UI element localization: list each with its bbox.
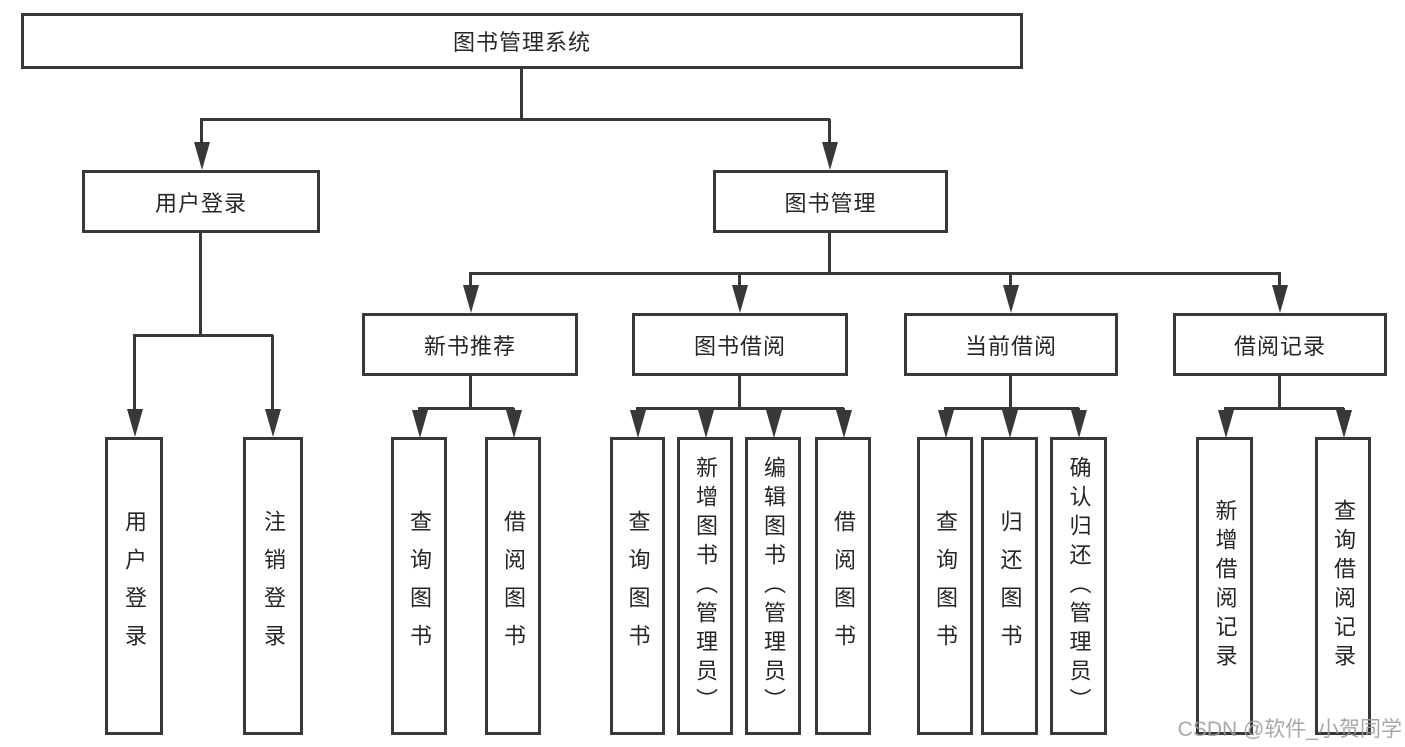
connector-line: [520, 69, 523, 119]
node-user-login: 用户登录: [82, 170, 320, 233]
connector-arrow-down: [1009, 273, 1012, 285]
leaf-borrow-query-books-label: 查询图书: [625, 510, 651, 662]
node-new-book-recommend: 新书推荐: [362, 313, 578, 376]
leaf-user-login-label: 用户登录: [122, 510, 147, 662]
connector-line: [418, 407, 514, 410]
node-book-borrow: 图书借阅: [632, 313, 848, 376]
connector-arrow-down: [1008, 408, 1011, 410]
connector-line: [199, 233, 202, 335]
leaf-newrec-query-books: 查询图书: [391, 437, 447, 735]
leaf-add-borrow-record-label: 新增借阅记录: [1212, 499, 1238, 673]
node-user-login-label: 用户登录: [154, 190, 247, 216]
leaf-return-books-label: 归还图书: [997, 510, 1023, 662]
leaf-logout: 注销登录: [243, 437, 303, 735]
connector-line: [738, 376, 741, 408]
connector-line: [944, 407, 1079, 410]
connector-arrow-down: [1224, 408, 1227, 410]
connector-arrow-down: [1278, 273, 1281, 285]
leaf-confirm-return-admin: 确认归还（管理员）: [1050, 437, 1107, 735]
leaf-newrec-query-books-label: 查询图书: [407, 510, 432, 662]
connector-arrow-down: [704, 408, 707, 410]
leaf-return-books: 归还图书: [981, 437, 1038, 735]
connector-arrow-down: [200, 119, 203, 142]
leaf-query-borrow-record-label: 查询借阅记录: [1331, 499, 1356, 673]
leaf-borrow-query-books: 查询图书: [610, 437, 665, 735]
connector-line: [469, 272, 1281, 275]
node-current-borrow: 当前借阅: [904, 313, 1118, 376]
csdn-watermark: CSDN @软件_小贺同学: [1177, 718, 1402, 741]
leaf-current-query-books: 查询图书: [917, 437, 973, 735]
leaf-newrec-borrow-books: 借阅图书: [485, 437, 541, 735]
connector-arrow-down: [842, 408, 845, 410]
leaf-confirm-return-admin-label: 确认归还（管理员）: [1066, 455, 1092, 717]
leaf-current-query-books-label: 查询图书: [933, 510, 958, 662]
connector-arrow-down: [636, 408, 639, 410]
connector-line: [200, 118, 830, 121]
node-new-book-recommend-label: 新书推荐: [423, 333, 516, 359]
node-root: 图书管理系统: [21, 13, 1023, 69]
connector-arrow-down: [1077, 408, 1080, 410]
leaf-user-login: 用户登录: [105, 437, 163, 735]
connector-line: [1009, 376, 1012, 408]
node-current-borrow-label: 当前借阅: [964, 333, 1057, 359]
connector-arrow-down: [828, 119, 831, 142]
leaf-logout-label: 注销登录: [261, 510, 286, 662]
connector-arrow-down: [271, 335, 274, 409]
leaf-add-borrow-record: 新增借阅记录: [1196, 437, 1253, 735]
leaf-add-book-admin-label: 新增图书（管理员）: [693, 455, 718, 717]
connector-arrow-down: [738, 273, 741, 285]
connector-arrow-down: [944, 408, 947, 410]
leaf-borrow-books: 借阅图书: [815, 437, 871, 735]
node-book-borrow-label: 图书借阅: [693, 333, 786, 359]
connector-arrow-down: [418, 408, 421, 410]
node-borrow-records: 借阅记录: [1173, 313, 1387, 376]
connector-arrow-down: [772, 408, 775, 410]
leaf-newrec-borrow-books-label: 借阅图书: [501, 510, 526, 662]
leaf-edit-book-admin: 编辑图书（管理员）: [745, 437, 801, 735]
node-book-management: 图书管理: [713, 170, 948, 233]
leaf-query-borrow-record: 查询借阅记录: [1315, 437, 1371, 735]
connector-line: [469, 376, 472, 408]
connector-line: [828, 233, 831, 273]
node-root-label: 图书管理系统: [452, 30, 591, 55]
node-borrow-records-label: 借阅记录: [1233, 333, 1326, 359]
connector-line: [1224, 407, 1344, 410]
connector-line: [1278, 376, 1281, 408]
connector-arrow-down: [512, 408, 515, 410]
leaf-add-book-admin: 新增图书（管理员）: [677, 437, 733, 735]
connector-arrow-down: [133, 335, 136, 409]
connector-line: [636, 407, 844, 410]
leaf-edit-book-admin-label: 编辑图书（管理员）: [761, 455, 786, 717]
connector-arrow-down: [1342, 408, 1345, 410]
connector-line: [133, 334, 273, 337]
leaf-borrow-books-label: 借阅图书: [831, 510, 856, 662]
connector-arrow-down: [469, 273, 472, 285]
node-book-management-label: 图书管理: [784, 190, 877, 216]
